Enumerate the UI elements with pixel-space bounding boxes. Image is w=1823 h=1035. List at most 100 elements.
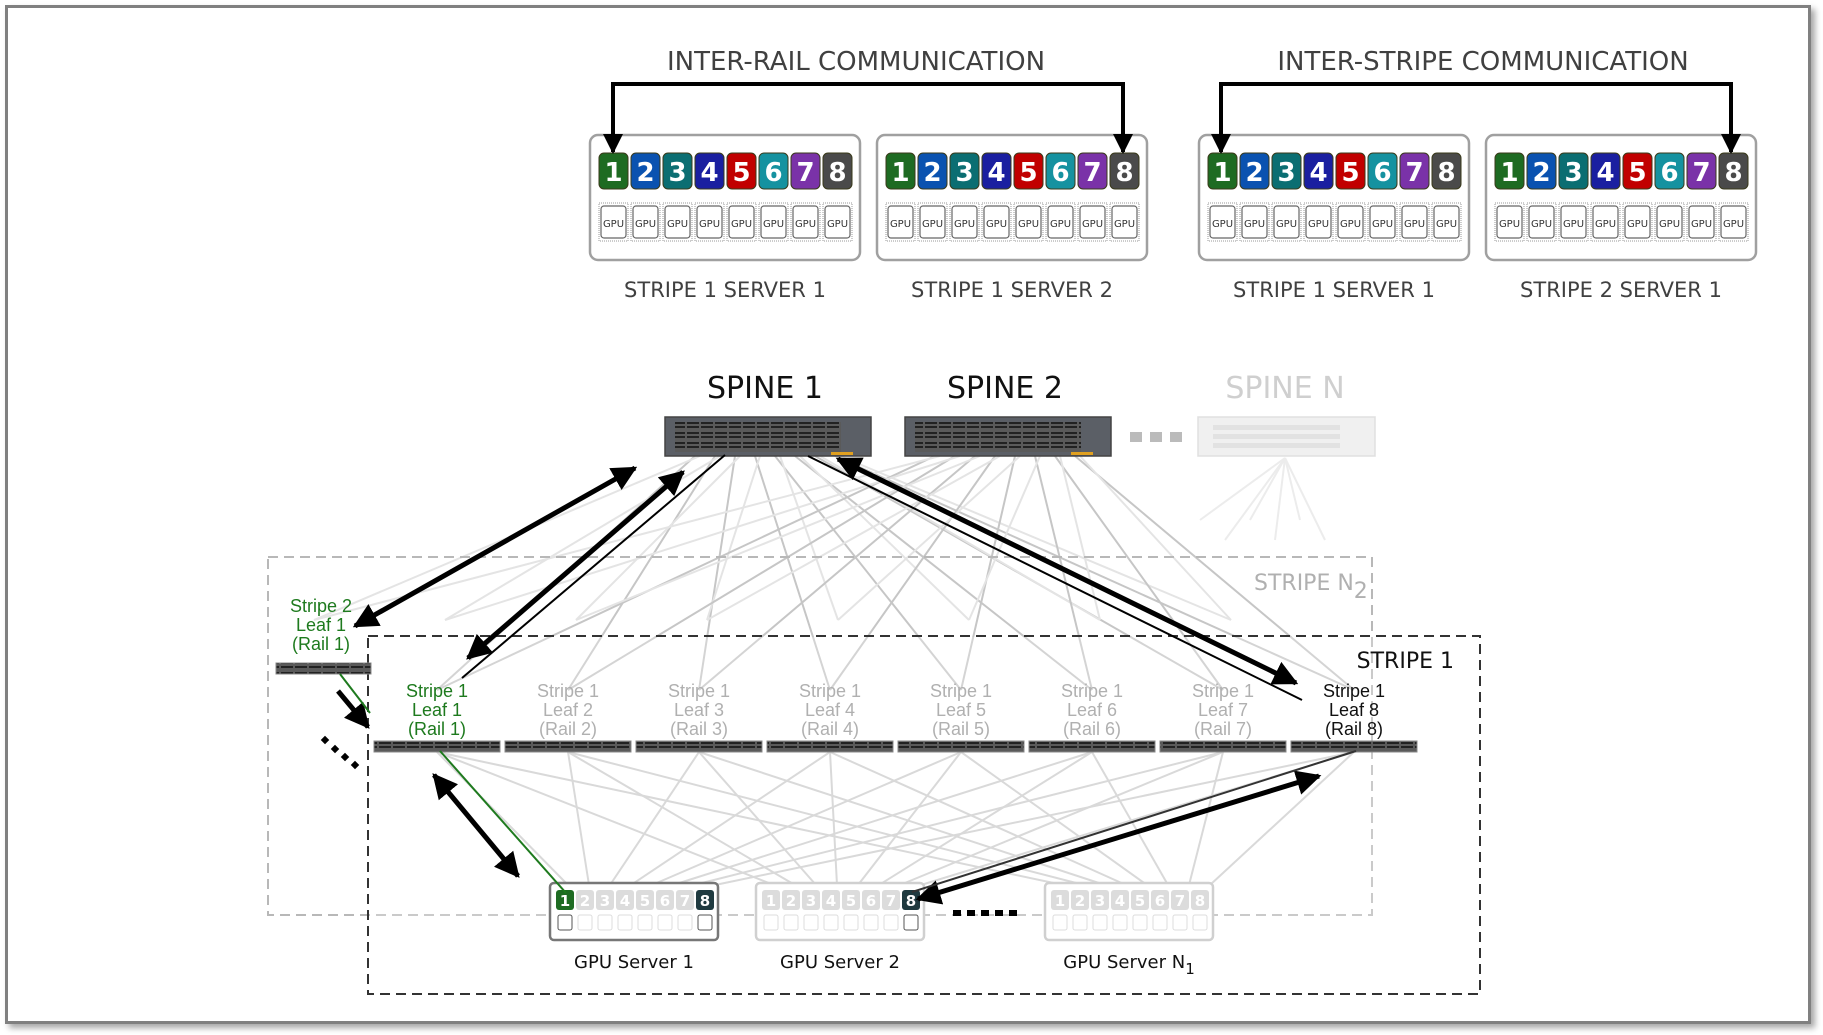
gpu-port-number: 6 (866, 892, 876, 910)
gpu-chip-icon (823, 914, 839, 931)
gpu-port-number: 5 (732, 158, 750, 188)
leaf-switch[interactable] (1290, 740, 1418, 753)
gpu-chip-icon (863, 914, 879, 931)
gpu-chip-label: GPU (890, 219, 911, 230)
gpu-chip-icon (792, 205, 819, 239)
gpu-chip-icon (1192, 914, 1208, 931)
gpu-port-badge (636, 890, 654, 910)
stripe-2-leaf-label-3: (Rail 1) (292, 634, 350, 654)
arrow-leaf1-server1 (432, 773, 520, 878)
spine-stripe2-link (575, 455, 981, 621)
gpu-port-badge (676, 890, 694, 910)
gpu-chip-label: GPU (827, 219, 848, 230)
gpu-port-number: 4 (620, 892, 630, 910)
spine-n-link (1284, 457, 1301, 521)
gpu-chip-icon (1624, 205, 1651, 239)
gpu-chip-label: GPU (1595, 219, 1616, 230)
gpu-port-badge (762, 890, 780, 910)
leaf-server-link (630, 751, 831, 886)
gpu-chip-icon (1369, 205, 1396, 239)
gpu-chip-label: GPU (1212, 219, 1233, 230)
gpu-chip-icon (1337, 205, 1364, 239)
gpu-chip-icon (1132, 914, 1148, 931)
arrow-stripe1-leaf1-stripe2-leaf1 (336, 689, 370, 729)
stripe-n2-boundary (267, 556, 1373, 916)
inter-stripe-title: INTER-STRIPE COMMUNICATION (1277, 47, 1688, 77)
spine-2[interactable]: SPINE 2 (904, 371, 1112, 457)
spine-3[interactable]: SPINE N (1197, 371, 1376, 457)
inter-rail-arrow (603, 82, 1133, 154)
top-server-label: STRIPE 2 SERVER 1 (1520, 278, 1722, 302)
gpu-chip-icon (617, 914, 633, 931)
gpu-port-number: 7 (1175, 892, 1185, 910)
spine-stripe2-link (706, 455, 761, 621)
leaf-switch[interactable] (635, 740, 763, 753)
gpu-port-number: 4 (700, 158, 718, 188)
gpu-port-badge (616, 890, 634, 910)
leaf-switch[interactable] (504, 740, 632, 753)
spine-stripe2-link (444, 455, 721, 621)
leaf-label-line: Leaf 5 (936, 700, 986, 720)
spine-n-link (1284, 457, 1326, 541)
gpu-chip-icon (1401, 205, 1428, 239)
gpu-chip-label: GPU (954, 219, 975, 230)
leaf-server-link (829, 751, 838, 886)
gpu-chip-label: GPU (763, 219, 784, 230)
leaf-label-line: Stripe 1 (930, 681, 992, 701)
stripe-2-leaf-label-1: Stripe 2 (290, 596, 352, 616)
leaf-label-line: Leaf 1 (412, 700, 462, 720)
gpu-port-number: 8 (1724, 158, 1742, 188)
leaf-switch[interactable] (1159, 740, 1287, 753)
leaf-label-line: (Rail 4) (801, 719, 859, 739)
leaf-switch[interactable] (897, 740, 1025, 753)
gpu-port-number: 5 (1135, 892, 1145, 910)
gpu-port-number: 3 (1564, 158, 1582, 188)
gpu-chip-icon (1305, 205, 1332, 239)
spine-led (1071, 452, 1093, 455)
gpu-chip-label: GPU (1531, 219, 1552, 230)
gpu-chip-label: GPU (731, 219, 752, 230)
gpu-chip-icon (1688, 205, 1715, 239)
gpu-chip-label: GPU (699, 219, 720, 230)
gpu-chip-label: GPU (1627, 219, 1648, 230)
gpu-chip-label: GPU (1340, 219, 1361, 230)
spine-1[interactable]: SPINE 1 (664, 371, 872, 457)
stripe-2-leaf-switch[interactable] (275, 662, 372, 675)
gpu-port-number: 6 (1660, 158, 1678, 188)
gpu-chip-icon (824, 205, 851, 239)
leaf-switch[interactable] (766, 740, 894, 753)
gpu-chip-label: GPU (1723, 219, 1744, 230)
leaf-switch[interactable] (373, 740, 501, 753)
spine-leaf-link (698, 455, 736, 691)
gpu-chip-icon (657, 914, 673, 931)
gpu-chip-label: GPU (986, 219, 1007, 230)
spine-label: SPINE 2 (947, 371, 1063, 406)
gpu-port-number: 3 (806, 892, 816, 910)
leaf-label-line: (Rail 7) (1194, 719, 1252, 739)
leaf-switch[interactable] (1028, 740, 1156, 753)
top-server-label: STRIPE 1 SERVER 2 (911, 278, 1113, 302)
link-leaf1-stripe2-green (339, 673, 371, 714)
gpu-chip-icon (1152, 914, 1168, 931)
gpu-chip-icon (983, 205, 1010, 239)
stripe-2-leaf-label-2: Leaf 1 (296, 615, 346, 635)
gpu-port-number: 7 (1405, 158, 1423, 188)
gpu-port-number: 6 (660, 892, 670, 910)
gpu-chip-icon (1072, 914, 1088, 931)
highlight-arrows (336, 454, 1357, 905)
gpu-chip-label: GPU (1082, 219, 1103, 230)
stripe-2-leaf-1[interactable]: Stripe 2 Leaf 1 (Rail 1) (275, 596, 372, 675)
gpu-chip-icon (887, 205, 914, 239)
stripe-ellipsis (320, 735, 360, 770)
